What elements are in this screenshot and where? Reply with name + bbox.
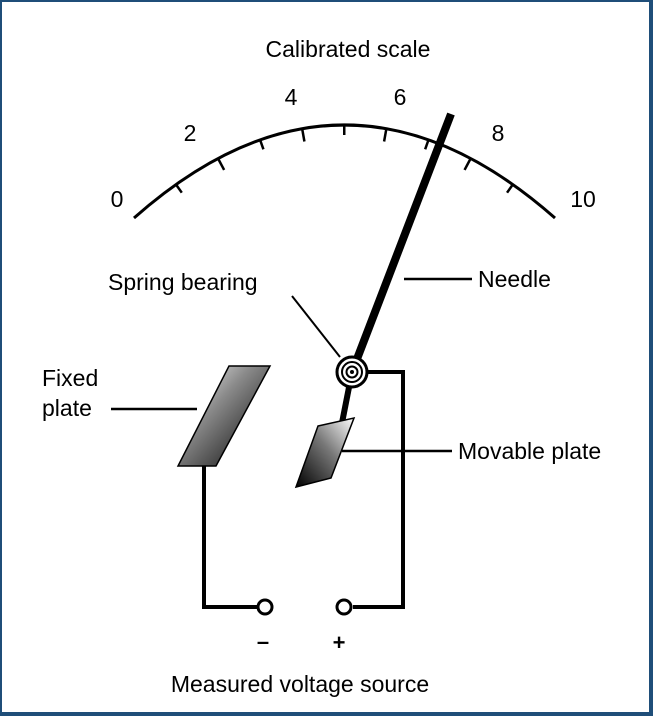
scale-tick-label: 4 <box>285 84 298 110</box>
scale-tick <box>463 157 472 171</box>
measured-voltage-source-label: Measured voltage source <box>171 671 429 697</box>
scale-tick-label: 6 <box>394 84 407 110</box>
scale-tick <box>258 139 265 150</box>
positive-terminal <box>335 598 353 616</box>
minus-sign: – <box>257 629 269 654</box>
fixed-plate-label-line2: plate <box>42 395 92 421</box>
spring-bearing <box>335 355 369 389</box>
scale-ticks <box>174 125 514 194</box>
scale-tick <box>216 157 226 171</box>
scale-tick-labels: 0 2 4 6 8 10 <box>111 84 596 212</box>
scale-tick-label: 10 <box>570 186 596 212</box>
needle-label: Needle <box>478 266 551 292</box>
spring-bearing-label: Spring bearing <box>108 269 258 295</box>
fixed-plate-wire <box>202 466 258 609</box>
negative-terminal <box>256 598 274 616</box>
scale-tick <box>423 139 430 150</box>
fixed-plate <box>176 365 272 467</box>
calibrated-scale-label: Calibrated scale <box>266 36 431 62</box>
needle <box>348 112 455 374</box>
scale-tick <box>382 128 388 142</box>
scale-tick <box>174 183 183 194</box>
spring-bearing-leader <box>291 295 341 358</box>
plus-sign: + <box>333 630 346 655</box>
scale-tick-label: 0 <box>111 186 124 212</box>
movable-plate-wire <box>353 370 405 609</box>
movable-plate <box>294 416 356 489</box>
fixed-plate-label-line1: Fixed <box>42 365 98 391</box>
scale-tick <box>506 183 514 194</box>
movable-plate-label: Movable plate <box>458 438 601 464</box>
scale-tick <box>300 128 306 142</box>
scale-tick-label: 2 <box>184 120 197 146</box>
scale-tick-label: 8 <box>492 120 505 146</box>
